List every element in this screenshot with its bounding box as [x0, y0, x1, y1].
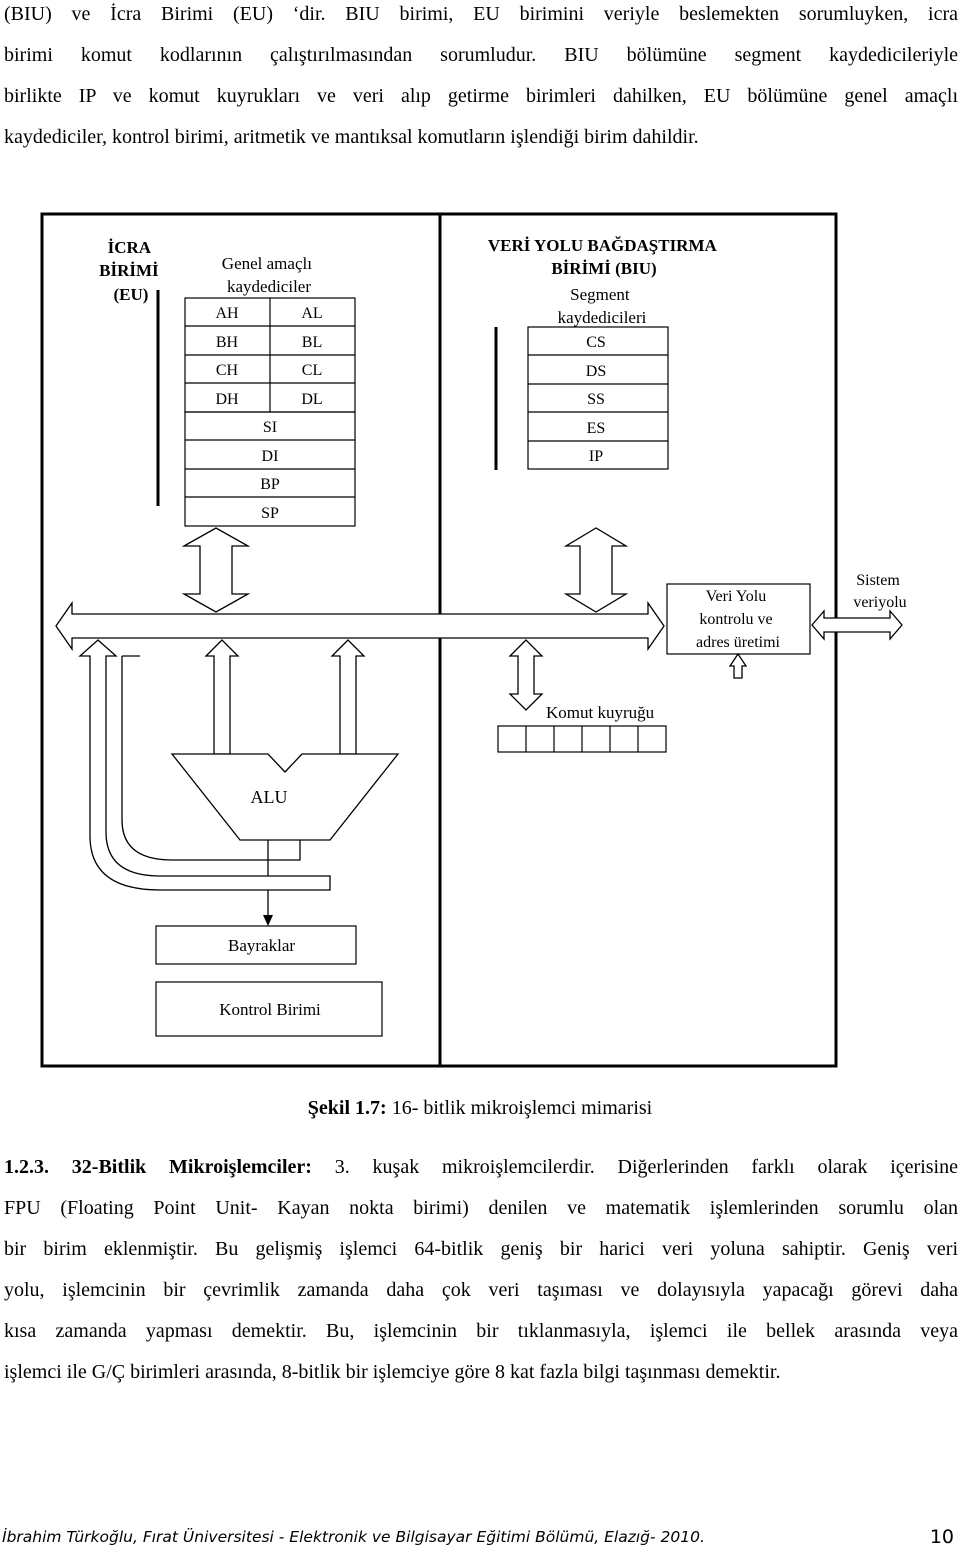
- alu-shape: [170, 753, 400, 841]
- alu-output-arrowhead: [263, 915, 273, 926]
- text-line: birlikte IP ve komut kuyrukları ve veri …: [4, 85, 958, 107]
- register-cl: CL: [302, 362, 322, 379]
- register-ah: AH: [215, 305, 239, 322]
- text-line: 1.2.3. 32-Bitlik Mikroişlemciler: 3. kuş…: [4, 1156, 958, 1178]
- text-line: (BIU) ve İcra Birimi (EU) ‘dir. BIU biri…: [4, 3, 958, 25]
- text-line: yolu, işlemcinin bir çevrimlik zamanda d…: [4, 1279, 958, 1301]
- alu-result-return-path: [78, 639, 331, 891]
- segment-registers-title: Segment kaydedicileri: [558, 285, 647, 327]
- section-paragraph: 1.2.3. 32-Bitlik Mikroişlemciler: 3. kuş…: [4, 1147, 958, 1393]
- alu-input-right-arrow: [330, 639, 366, 755]
- register-ds: DS: [586, 363, 606, 380]
- caption-label: Şekil 1.7:: [307, 1097, 387, 1119]
- control-unit-box: [155, 981, 383, 1037]
- register-al: AL: [301, 305, 322, 322]
- system-bus-arrow: [811, 609, 903, 641]
- text-line: işlemci ile G/Ç birimleri arasında, 8-bi…: [4, 1361, 781, 1383]
- text-line: FPU (Floating Point Unit- Kayan nokta bi…: [4, 1197, 958, 1219]
- register-ss: SS: [587, 391, 605, 408]
- register-sp: SP: [261, 505, 279, 522]
- intro-paragraph: (BIU) ve İcra Birimi (EU) ‘dir. BIU biri…: [4, 0, 958, 158]
- register-bl: BL: [302, 334, 322, 351]
- register-dh: DH: [215, 391, 239, 408]
- biu-frame: [438, 212, 838, 1068]
- bus-control-box: [666, 583, 811, 655]
- section-heading: 1.2.3. 32-Bitlik Mikroişlemciler:: [4, 1156, 312, 1178]
- page-footer: İbrahim Türkoğlu, Fırat Üniversitesi - E…: [2, 1528, 705, 1546]
- register-bp: BP: [260, 476, 280, 493]
- bus-control-vertical-arrow: [728, 652, 748, 679]
- register-dl: DL: [301, 391, 322, 408]
- microprocessor-architecture-diagram: İCRA BİRİMİ (EU) Genel amaçlı kaydedicil…: [40, 212, 907, 1068]
- text-line: kısa zamanda yapması demektir. Bu, işlem…: [4, 1320, 958, 1342]
- register-si: SI: [263, 419, 277, 436]
- segments-to-bus-arrow: [563, 527, 629, 613]
- general-registers-grid: [184, 297, 356, 527]
- alu-input-left-arrow: [204, 639, 240, 755]
- registers-to-bus-arrow: [181, 527, 251, 613]
- page-number: 10: [929, 1526, 954, 1548]
- biu-title: VERİ YOLU BAĞDAŞTIRMA BİRİMİ (BIU): [488, 236, 720, 278]
- bus-to-queue-arrow: [508, 639, 544, 711]
- instruction-queue-label: Komut kuyruğu: [546, 703, 655, 722]
- text-line: birimi komut kodlarının çalıştırılmasınd…: [4, 44, 958, 66]
- text-line: kaydediciler, kontrol birimi, aritmetik …: [4, 126, 699, 148]
- bus-control-label: Veri Yolu kontrolu ve adres üretimi: [696, 588, 781, 651]
- flags-label: Bayraklar: [228, 936, 295, 955]
- register-cs: CS: [586, 334, 606, 351]
- register-ip: IP: [589, 448, 603, 465]
- eu-title: İCRA BİRİMİ (EU): [99, 238, 163, 304]
- register-es: ES: [587, 420, 606, 437]
- flags-box: [155, 925, 357, 965]
- register-di: DI: [262, 448, 279, 465]
- segment-registers-grid: [527, 326, 669, 470]
- register-ch: CH: [216, 362, 239, 379]
- internal-bus-arrow: [55, 600, 665, 652]
- general-registers-title: Genel amaçlı kaydediciler: [222, 254, 316, 296]
- control-unit-label: Kontrol Birimi: [219, 1000, 321, 1019]
- alu-label: ALU: [251, 787, 288, 807]
- caption-text: 16- bitlik mikroişlemci mimarisi: [386, 1097, 653, 1119]
- instruction-queue: [497, 725, 667, 753]
- figure-caption: Şekil 1.7: 16- bitlik mikroişlemci mimar…: [0, 1097, 960, 1120]
- system-bus-label: Sistem veriyolu: [853, 572, 906, 611]
- alu-result-inner-path: [121, 656, 301, 861]
- text-line: bir birim eklenmiştir. Bu gelişmiş işlem…: [4, 1238, 958, 1260]
- register-bh: BH: [216, 334, 239, 351]
